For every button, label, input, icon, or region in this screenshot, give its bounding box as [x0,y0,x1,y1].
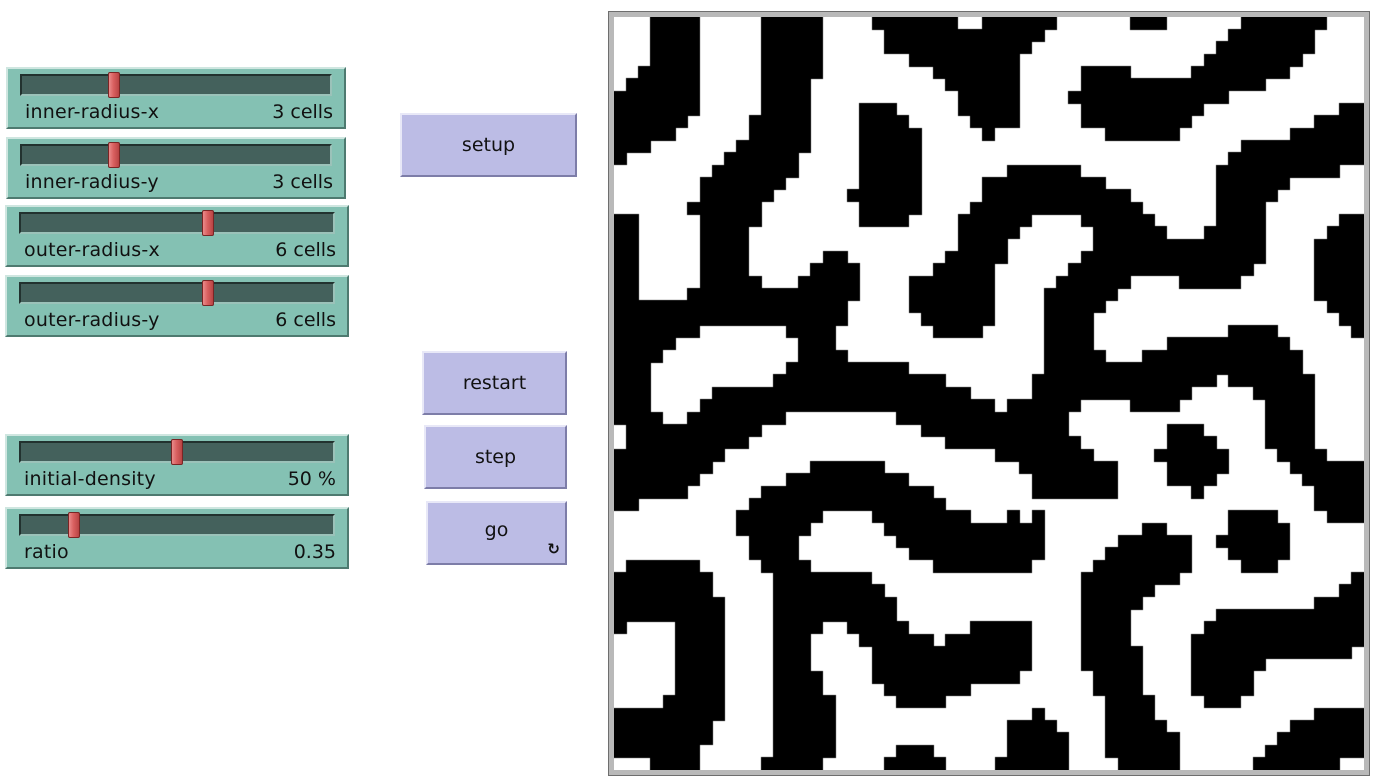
slider-track[interactable] [19,280,335,306]
slider-handle[interactable] [171,439,183,465]
slider-handle[interactable] [108,72,121,98]
slider-track[interactable] [19,439,335,465]
slider-label: outer-radius-x [24,239,160,261]
slider-handle[interactable] [108,142,121,168]
forever-loop-icon: ↻ [547,540,560,558]
setup-button[interactable]: setup [400,113,577,177]
patch-grid [614,17,1364,770]
slider-ratio[interactable]: ratio 0.35 [5,507,349,569]
slider-track[interactable] [20,72,332,98]
slider-track[interactable] [19,210,335,236]
setup-button-label: setup [461,134,516,156]
step-button-label: step [474,446,517,468]
slider-label: inner-radius-x [25,101,160,123]
world-view[interactable] [608,11,1370,776]
slider-value: 3 cells [272,101,333,123]
slider-handle[interactable] [68,512,81,538]
step-button[interactable]: step [424,425,567,489]
slider-handle[interactable] [202,210,215,236]
go-button-label: go [484,519,509,541]
go-button[interactable]: go ↻ [426,501,567,565]
slider-value: 3 cells [272,171,333,193]
slider-outer-radius-x[interactable]: outer-radius-x 6 cells [5,205,349,267]
restart-button-label: restart [462,372,527,394]
slider-value: 6 cells [275,239,336,261]
restart-button[interactable]: restart [422,351,567,415]
slider-label: ratio [24,541,69,563]
slider-track[interactable] [19,512,335,538]
slider-inner-radius-y[interactable]: inner-radius-y 3 cells [6,137,346,199]
slider-initial-density[interactable]: initial-density 50 % [5,434,349,496]
slider-track[interactable] [20,142,332,168]
slider-outer-radius-y[interactable]: outer-radius-y 6 cells [5,275,349,337]
slider-value: 50 % [287,468,336,490]
slider-value: 0.35 [293,541,336,563]
slider-label: initial-density [24,468,156,490]
slider-label: inner-radius-y [25,171,159,193]
slider-handle[interactable] [202,280,215,306]
slider-inner-radius-x[interactable]: inner-radius-x 3 cells [6,67,346,129]
slider-value: 6 cells [275,309,336,331]
slider-label: outer-radius-y [24,309,160,331]
